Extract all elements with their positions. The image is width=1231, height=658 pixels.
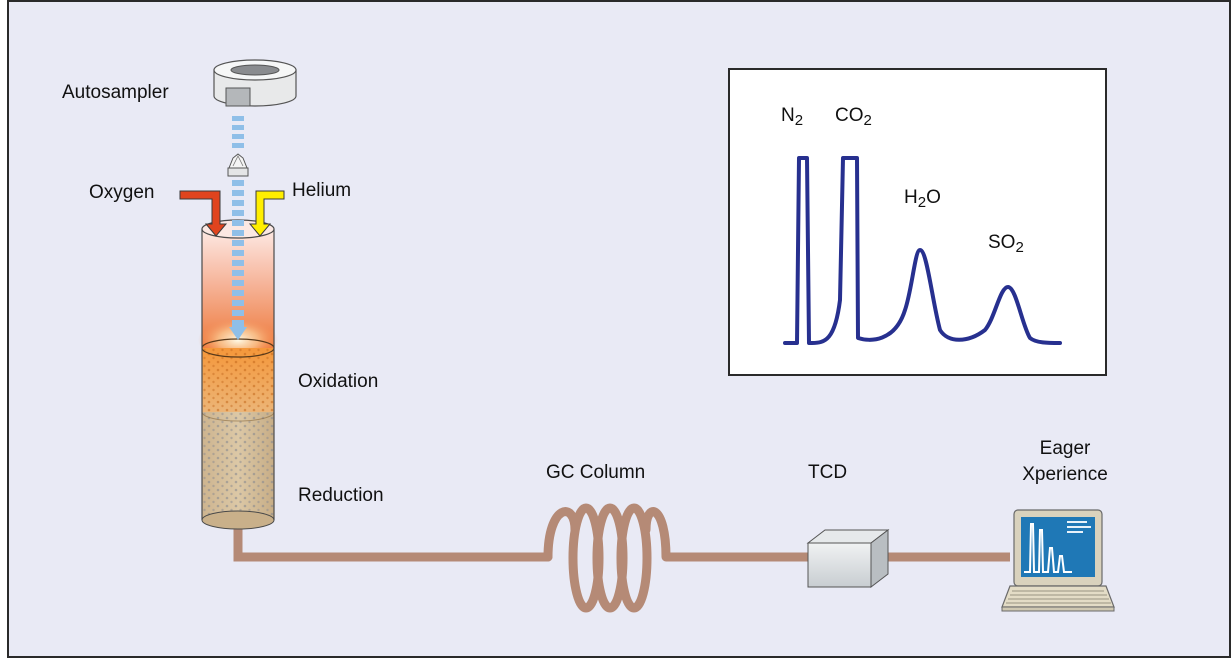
peak-label-co2: CO2 (835, 105, 872, 129)
peak-label-so2: SO2 (988, 232, 1024, 256)
chromatogram-trace (783, 156, 1062, 345)
autosampler-icon (213, 59, 297, 107)
peak-label-n2: N2 (781, 105, 804, 129)
software-label-line2: Xperience (1022, 464, 1108, 485)
gc-column-label: GC Column (546, 462, 646, 483)
gc-coil-icon (543, 503, 671, 613)
peak-label-h2o: H2O (904, 187, 941, 211)
laptop-icon (1001, 509, 1115, 612)
helium-arrow-icon (248, 190, 285, 237)
oxygen-label: Oxygen (89, 182, 155, 203)
tcd-label: TCD (808, 462, 848, 483)
autosampler-label: Autosampler (62, 82, 169, 103)
helium-label: Helium (292, 180, 352, 201)
reduction-label: Reduction (298, 485, 384, 506)
sample-capsule-icon (227, 153, 249, 177)
software-label-line1: Eager (1039, 438, 1091, 459)
chromatogram-panel (728, 68, 1107, 376)
tcd-detector-icon (806, 528, 890, 589)
oxidation-label: Oxidation (298, 371, 379, 392)
tubing-line (233, 523, 553, 562)
oxygen-arrow-icon (179, 190, 228, 237)
sample-stream (232, 116, 244, 148)
reactor-tube-icon (198, 219, 278, 530)
